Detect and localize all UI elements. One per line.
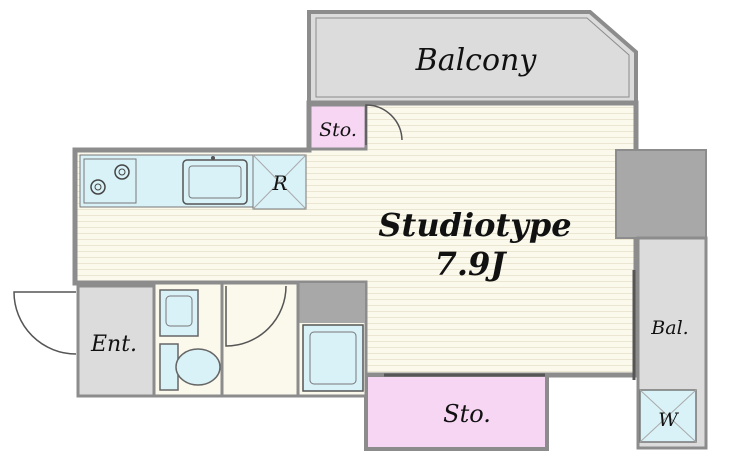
- shower-icon: [302, 324, 364, 392]
- bathroom-dark-block: [298, 283, 365, 323]
- entrance-area: Ent.: [13, 284, 156, 398]
- small-storage-label: Sto.: [319, 119, 357, 141]
- small-storage: Sto.: [308, 103, 403, 151]
- kitchen-counter: [79, 154, 256, 208]
- pillar-block: [615, 149, 707, 239]
- fridge-label: R: [271, 171, 287, 195]
- storage-door-swing: [365, 104, 403, 145]
- entrance-door-swing: [13, 291, 77, 355]
- washer-label: W: [658, 409, 679, 431]
- bathroom-block: [152, 281, 368, 398]
- sink-icon: [182, 159, 248, 205]
- entrance-label: Ent.: [90, 332, 137, 357]
- studio-size-label: 7.9J: [435, 245, 508, 283]
- stove-icon: [83, 158, 137, 204]
- toilet-bowl-icon: [175, 348, 221, 386]
- bathroom-door-swing: [225, 285, 287, 347]
- balcony-side-label: Bal.: [650, 317, 688, 339]
- studio-name-label: Studiotype: [378, 206, 571, 244]
- bottom-storage-label: Sto.: [443, 400, 491, 428]
- bottom-storage: Sto.: [364, 373, 549, 451]
- balcony-top-label: Balcony: [415, 43, 538, 78]
- fridge-space: R: [252, 154, 307, 210]
- washer-space: W: [639, 389, 697, 443]
